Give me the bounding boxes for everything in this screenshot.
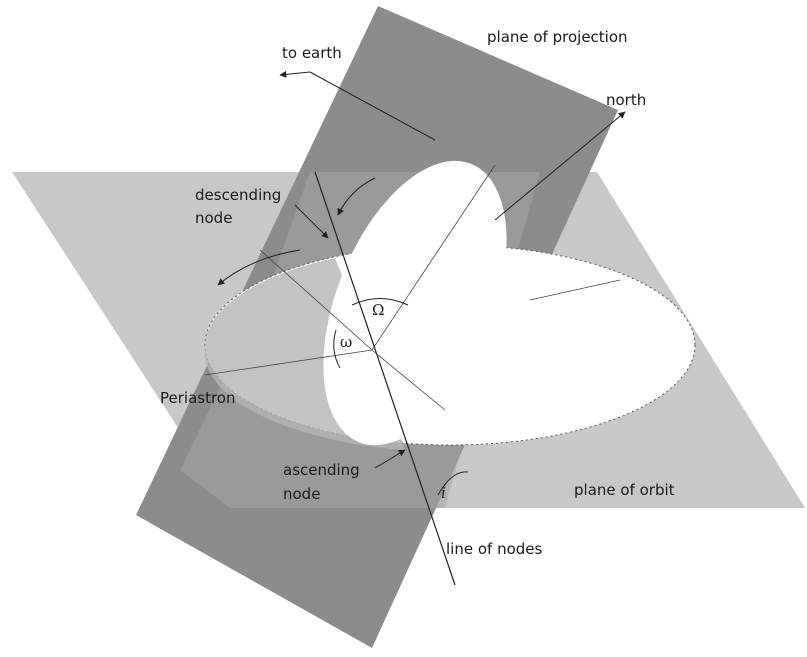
- ascending-node-label-line1: ascending: [283, 461, 360, 479]
- to-earth-arrow: [280, 72, 310, 75]
- to-earth-label: to earth: [282, 44, 342, 62]
- descending-node-label-line2: node: [195, 209, 232, 227]
- omega-big-label: Ω: [372, 301, 384, 319]
- plane-of-projection-label: plane of projection: [487, 28, 628, 46]
- periastron-label: Periastron: [160, 389, 235, 407]
- ascending-node-label-line2: node: [283, 485, 320, 503]
- descending-node-label-line1: descending: [195, 186, 281, 204]
- plane-of-orbit-label: plane of orbit: [574, 481, 675, 499]
- north-label: north: [606, 91, 646, 109]
- line-of-nodes-label: line of nodes: [446, 540, 542, 558]
- omega-small-label: ω: [340, 333, 352, 351]
- inclination-label: i: [441, 484, 446, 502]
